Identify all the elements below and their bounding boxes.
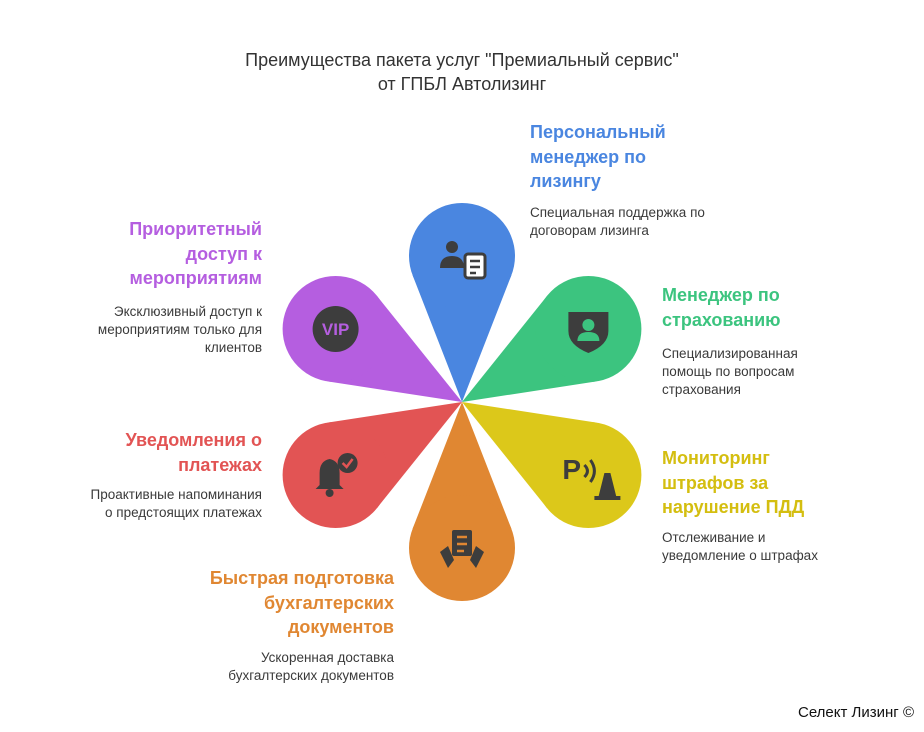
svg-text:VIP: VIP xyxy=(322,320,349,339)
petal-insurance-manager xyxy=(462,295,597,402)
copyright-footer: Селект Лизинг © xyxy=(798,704,914,721)
circle-personal-manager xyxy=(409,203,515,309)
petal-priority-events xyxy=(327,295,462,402)
title-line-1: Преимущества пакета услуг "Премиальный с… xyxy=(245,50,679,70)
page-title: Преимущества пакета услуг "Премиальный с… xyxy=(112,48,812,96)
petal-fines-monitoring xyxy=(462,402,597,509)
manager-document-icon xyxy=(440,241,487,280)
document-hands-icon xyxy=(440,530,484,568)
circle-fines-monitoring xyxy=(535,422,642,528)
bell-check-icon xyxy=(315,453,358,497)
title-line-2: от ГПБЛ Автолизинг xyxy=(377,74,547,94)
vip-icon: VIP xyxy=(312,306,359,352)
parking-cone-icon: P xyxy=(562,454,621,500)
petal-personal-manager xyxy=(412,275,512,402)
svg-text:P: P xyxy=(562,454,581,485)
petal-payment-notifications xyxy=(327,402,462,509)
petal-accounting-docs xyxy=(412,402,512,529)
shield-person-icon xyxy=(568,312,609,353)
